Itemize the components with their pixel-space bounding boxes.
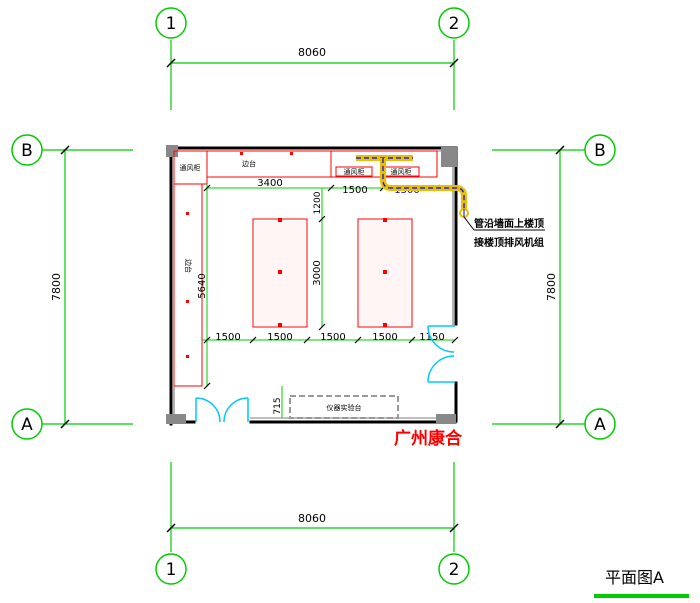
dim-height-left: 7800 xyxy=(50,273,63,301)
dim-spacing-1: 1500 xyxy=(215,332,240,343)
dim-spacing-4: 1500 xyxy=(372,332,397,343)
axis-label-1-bottom: 1 xyxy=(166,560,177,580)
dim-width-bottom: 8060 xyxy=(298,512,326,525)
axis-bubble-A-left: A xyxy=(11,408,43,440)
axis-grid xyxy=(42,40,586,552)
label-hood-1: 通风柜 xyxy=(344,167,365,176)
axis-label-B-left: B xyxy=(21,141,33,161)
instrument-bench xyxy=(289,395,399,419)
axis-label-A-left: A xyxy=(21,415,33,435)
dim-duct-1: 1500 xyxy=(342,185,367,196)
dim-spacing-3: 1500 xyxy=(320,332,345,343)
dim-bottom-gap: 715 xyxy=(273,397,283,414)
axis-label-B-right: B xyxy=(594,141,606,161)
dim-height-right: 7800 xyxy=(545,273,558,301)
dim-table-length: 3000 xyxy=(312,260,323,285)
label-hood-2: 通风柜 xyxy=(391,167,412,176)
hood-1 xyxy=(335,166,373,177)
axis-bubble-1-bottom: 1 xyxy=(155,553,187,585)
axis-bubble-2-top: 2 xyxy=(438,7,470,39)
note-line-2: 接楼顶排风机组 xyxy=(474,236,544,249)
plan-title-underline xyxy=(594,594,689,598)
note-leader xyxy=(463,216,545,231)
axis-label-A-right: A xyxy=(594,415,606,435)
dim-gap-top: 1200 xyxy=(313,191,323,214)
company-name: 广州康合 xyxy=(394,428,463,449)
top-bench xyxy=(206,150,332,178)
label-top-bench: 边台 xyxy=(242,159,256,168)
note-line-1: 管沿墙面上楼顶 xyxy=(474,217,544,230)
axis-label-1-top: 1 xyxy=(166,14,177,34)
plan-title: 平面图A xyxy=(605,568,664,587)
dim-top-bench: 3400 xyxy=(257,178,282,189)
axis-bubble-B-left: B xyxy=(11,134,43,166)
dim-left-bench: 5640 xyxy=(197,273,208,298)
interior-dims xyxy=(202,184,455,418)
corner-columns xyxy=(166,145,457,424)
interior-dim-ticks xyxy=(203,184,459,390)
axis-bubble-1-top: 1 xyxy=(155,7,187,39)
left-bench xyxy=(173,183,203,387)
label-left-bench: 边台 xyxy=(184,259,193,273)
exhaust-duct xyxy=(356,155,469,218)
label-instrument-bench: 仪器实验台 xyxy=(327,403,362,412)
socket-markers xyxy=(186,152,387,358)
axis-bubble-2-bottom: 2 xyxy=(438,553,470,585)
label-top-left-hood: 通风柜 xyxy=(180,163,201,172)
axis-label-2-bottom: 2 xyxy=(449,560,460,580)
axis-bubble-A-right: A xyxy=(584,408,616,440)
dim-width-top: 8060 xyxy=(298,46,326,59)
dimension-ticks xyxy=(60,58,565,533)
side-door[interactable] xyxy=(427,325,455,383)
main-door[interactable] xyxy=(195,397,249,423)
dim-spacing-2: 1500 xyxy=(267,332,292,343)
dim-spacing-5: 1150 xyxy=(419,332,444,343)
axis-label-2-top: 2 xyxy=(449,14,460,34)
axis-bubble-B-right: B xyxy=(584,134,616,166)
